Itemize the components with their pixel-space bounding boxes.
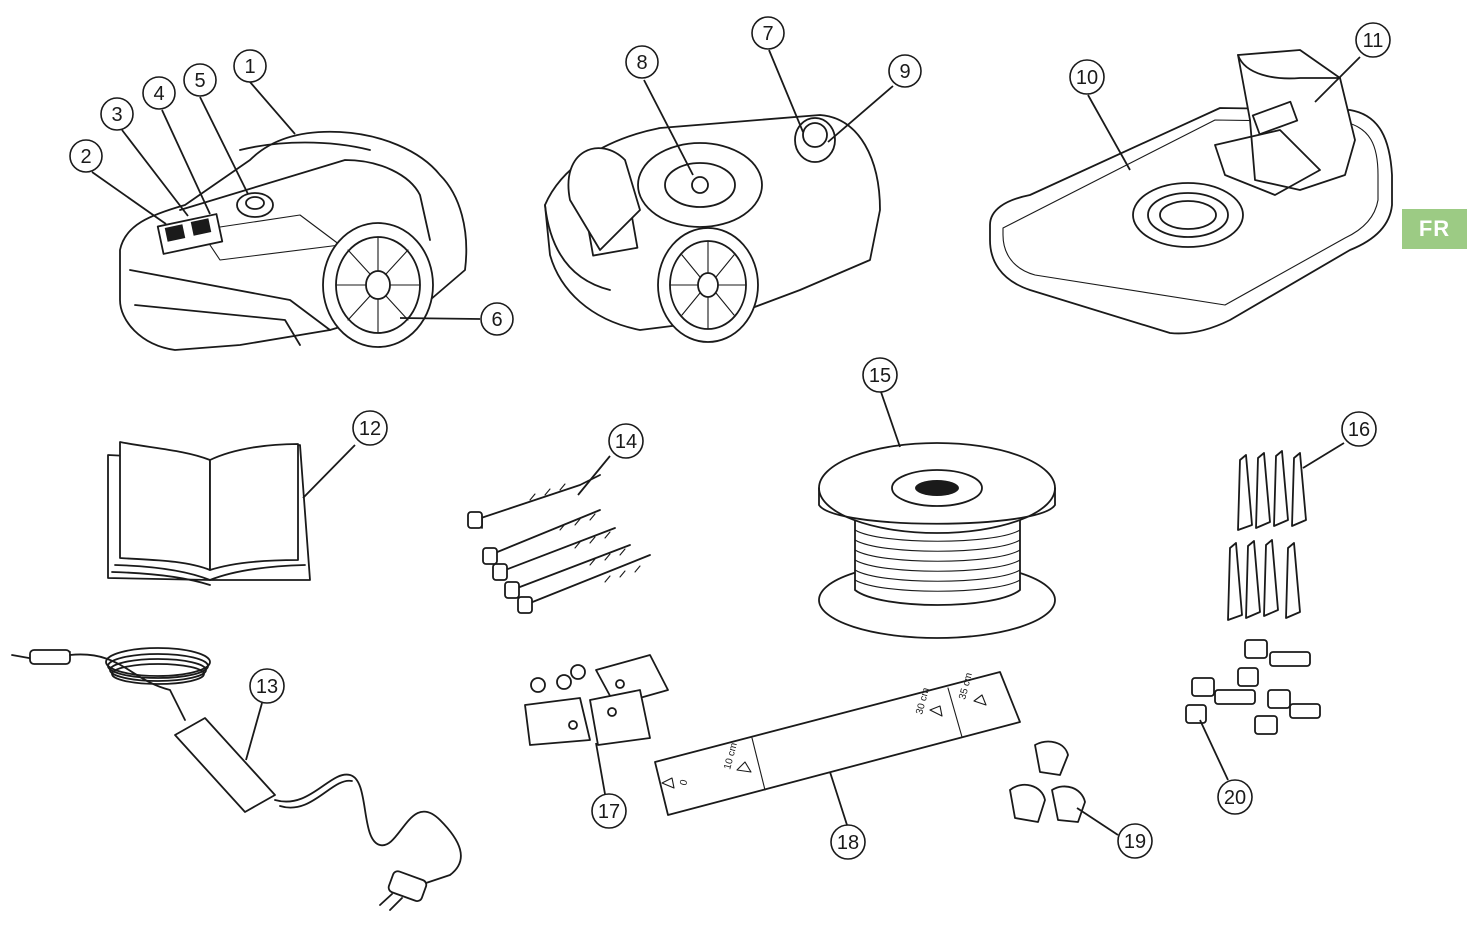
svg-text:16: 16 <box>1348 419 1370 441</box>
svg-text:20: 20 <box>1224 787 1246 809</box>
leader-lines <box>91 49 1361 836</box>
callout-14: 14 <box>608 423 644 459</box>
svg-text:19: 19 <box>1124 831 1146 853</box>
callout-18: 18 <box>830 824 866 860</box>
svg-text:18: 18 <box>837 832 859 854</box>
svg-text:7: 7 <box>762 23 773 45</box>
callout-10: 10 <box>1069 59 1105 95</box>
callout-1: 1 <box>233 49 267 83</box>
svg-text:2: 2 <box>80 146 91 168</box>
blades-illustration <box>524 654 669 746</box>
language-tab: FR <box>1402 209 1467 249</box>
wire-connectors-illustration <box>1009 740 1086 823</box>
callout-15: 15 <box>862 357 898 393</box>
svg-text:13: 13 <box>256 676 278 698</box>
boundary-wire-spool-illustration <box>818 442 1056 639</box>
callout-8: 8 <box>625 45 659 79</box>
wire-joints-illustration <box>1185 639 1321 735</box>
callout-13: 13 <box>249 668 285 704</box>
ruler-illustration: 0 10 cm 30 cm 35 cm <box>654 671 1021 816</box>
callout-17: 17 <box>591 793 627 829</box>
user-manual-illustration <box>107 441 311 586</box>
svg-text:15: 15 <box>869 365 891 387</box>
robot-mower-underside-illustration <box>544 114 881 343</box>
svg-text:12: 12 <box>359 418 381 440</box>
svg-text:10: 10 <box>1076 67 1098 89</box>
svg-text:4: 4 <box>153 83 164 105</box>
wire-pegs-illustration <box>1227 450 1307 621</box>
svg-text:11: 11 <box>1363 30 1384 52</box>
callout-11: 11 <box>1355 22 1391 58</box>
svg-text:5: 5 <box>194 70 205 92</box>
callout-12: 12 <box>352 410 388 446</box>
svg-text:1: 1 <box>244 56 255 78</box>
svg-text:6: 6 <box>491 309 502 331</box>
callout-4: 4 <box>142 76 176 110</box>
callout-19: 19 <box>1117 823 1153 859</box>
ruler-mark-0: 0 <box>678 778 690 787</box>
charging-station-illustration <box>989 49 1393 335</box>
callout-5: 5 <box>183 63 217 97</box>
callout-6: 6 <box>480 302 514 336</box>
callout-16: 16 <box>1341 411 1377 447</box>
svg-text:14: 14 <box>615 431 637 453</box>
svg-text:3: 3 <box>111 104 122 126</box>
callout-7: 7 <box>751 16 785 50</box>
power-supply-illustration <box>11 647 462 911</box>
callout-20: 20 <box>1217 779 1253 815</box>
callout-2: 2 <box>69 139 103 173</box>
screws-illustration <box>467 474 651 614</box>
callout-9: 9 <box>888 54 922 88</box>
svg-text:9: 9 <box>899 61 910 83</box>
callout-3: 3 <box>100 97 134 131</box>
robot-mower-top-illustration <box>119 130 468 351</box>
svg-text:17: 17 <box>598 801 620 823</box>
svg-text:8: 8 <box>636 52 647 74</box>
